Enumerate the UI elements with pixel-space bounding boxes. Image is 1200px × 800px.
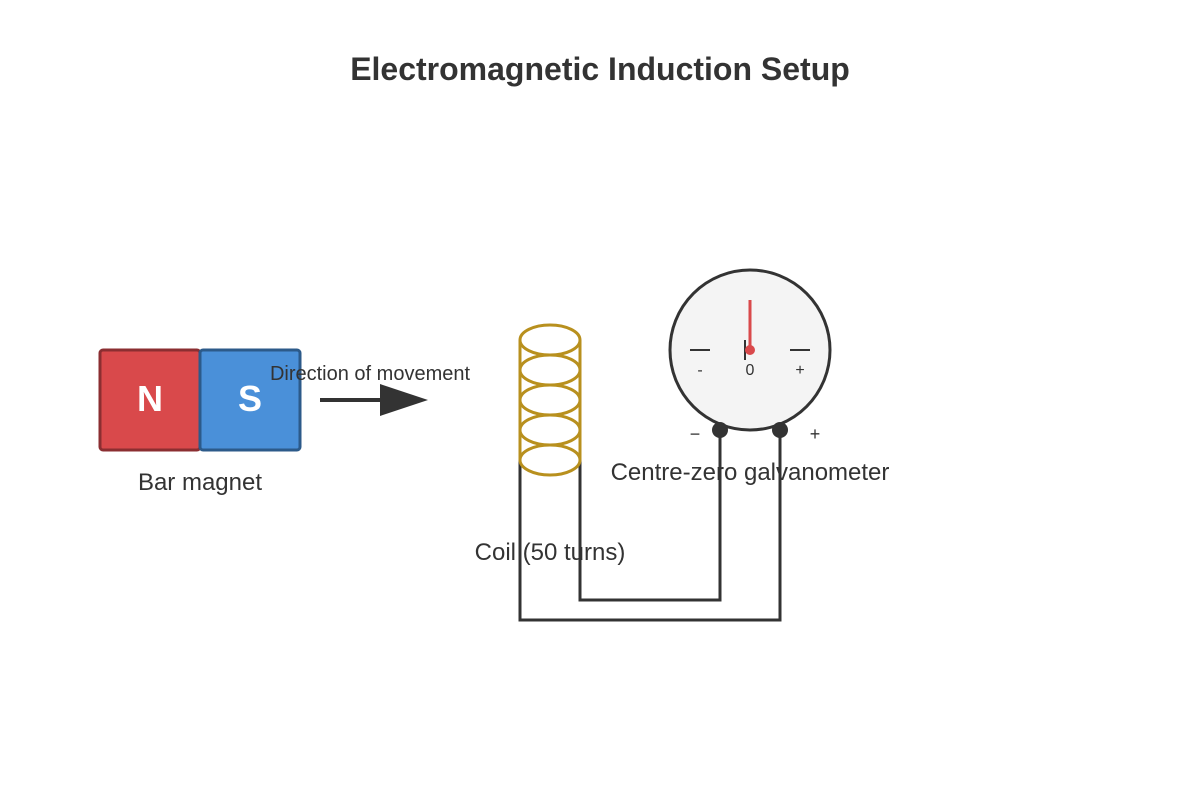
scale-label-plus: + — [795, 362, 804, 379]
movement-label: Direction of movement — [270, 363, 471, 385]
coil-turn — [518, 353, 582, 387]
coil-turn — [518, 383, 582, 417]
coil-turn — [518, 413, 582, 447]
coil-caption: Coil (50 turns) — [475, 539, 626, 566]
terminal-plus — [772, 422, 788, 438]
wire-coil-right-to-minus-terminal — [578, 430, 722, 602]
terminal-minus — [712, 422, 728, 438]
magnet-south-pole — [198, 348, 302, 452]
coil-turn — [518, 323, 582, 357]
coil — [518, 323, 582, 477]
wire-coil-left-to-plus-terminal — [518, 430, 782, 622]
scale-label-zero: 0 — [746, 362, 755, 379]
north-pole-label: N — [137, 378, 163, 419]
south-pole-label: S — [238, 378, 262, 419]
magnet-caption: Bar magnet — [138, 469, 262, 496]
scale-label-minus: - — [697, 362, 702, 379]
bar-magnet: N S — [98, 348, 302, 452]
diagram-title: Electromagnetic Induction Setup — [350, 51, 850, 87]
terminal-plus-label: + — [810, 424, 821, 444]
galvanometer: - 0 + − + — [668, 268, 832, 444]
galvanometer-caption: Centre-zero galvanometer — [611, 459, 890, 486]
needle-pivot — [745, 345, 755, 355]
arrow-right-icon — [320, 384, 428, 416]
circuit-wires — [518, 430, 782, 622]
coil-turn — [518, 443, 582, 477]
terminal-minus-label: − — [690, 424, 701, 444]
